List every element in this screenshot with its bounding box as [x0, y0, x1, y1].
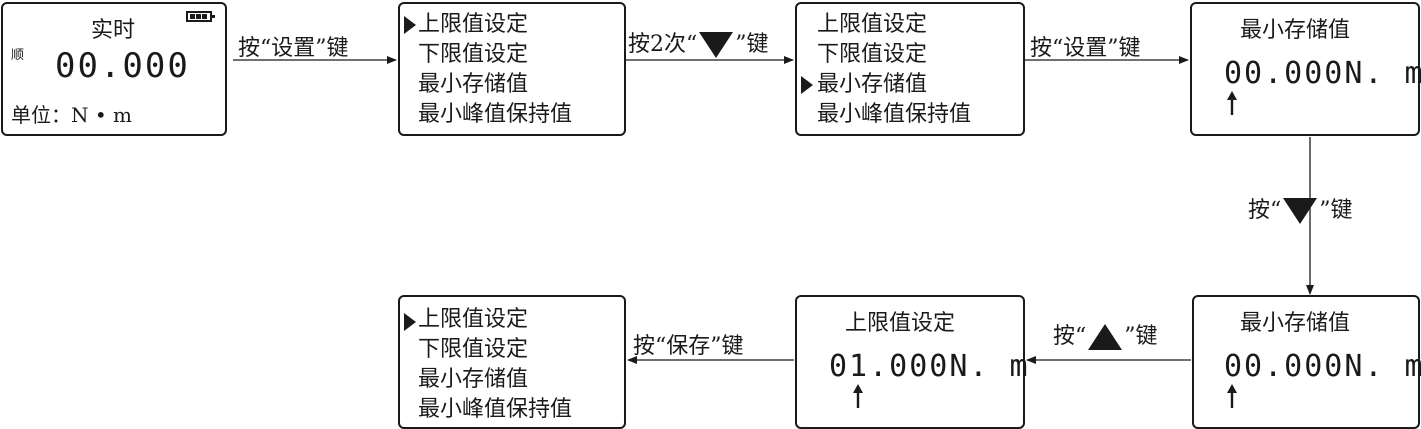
mode-label: 顺 [11, 48, 25, 63]
cursor-arrow-icon [801, 76, 813, 94]
step-press-save: 按“保存”键 [633, 334, 744, 359]
menu-item-min-peak: 最小峰值保持值 [418, 397, 573, 422]
edit-value: 01.000N. m [829, 349, 1030, 384]
menu-screen-3: 上限值设定 下限值设定 最小存储值 最小峰值保持值 [398, 295, 626, 429]
edit-title: 最小存储值 [1240, 18, 1351, 43]
step-text-suffix: ”键 [735, 32, 769, 57]
edit-title: 上限值设定 [845, 311, 956, 336]
battery-icon [186, 11, 215, 22]
edit-min-screen-2: 最小存储值 00.000N. m [1192, 295, 1421, 429]
menu-item-lower: 下限值设定 [418, 337, 529, 362]
menu-screen-2: 上限值设定 下限值设定 最小存储值 最小峰值保持值 [795, 2, 1025, 136]
edit-title: 最小存储值 [1240, 311, 1351, 336]
step-press-set-1: 按“设置”键 [238, 36, 349, 61]
menu-item-min-store: 最小存储值 [418, 72, 529, 97]
realtime-value: 00.000 [55, 46, 190, 86]
menu-item-min-peak: 最小峰值保持值 [817, 102, 972, 127]
step-text-prefix: 按“ [1053, 324, 1087, 349]
unit-label: 单位：N • m [11, 103, 132, 127]
step-press-up: 按“ ”键 [1053, 318, 1158, 350]
edit-value: 00.000N. m [1224, 56, 1421, 91]
edit-value: 00.000N. m [1224, 349, 1421, 384]
menu-item-lower: 下限值设定 [418, 42, 529, 67]
digit-cursor-up-arrow-icon [853, 384, 863, 408]
menu-item-lower: 下限值设定 [817, 42, 928, 67]
edit-min-screen-1: 最小存储值 00.000N. m [1190, 2, 1421, 136]
cursor-arrow-icon [404, 16, 416, 34]
up-triangle-icon [1088, 324, 1123, 350]
step-text-prefix: 按2次“ [628, 32, 698, 57]
menu-item-min-store: 最小存储值 [817, 72, 928, 97]
down-triangle-icon [699, 32, 734, 58]
digit-cursor-up-arrow-icon [1227, 91, 1237, 115]
down-triangle-icon [1283, 198, 1318, 224]
step-press-set-2: 按“设置”键 [1030, 36, 1141, 61]
menu-item-min-store: 最小存储值 [418, 367, 529, 392]
step-text-suffix: ”键 [1124, 324, 1158, 349]
menu-screen-1: 上限值设定 下限值设定 最小存储值 最小峰值保持值 [398, 2, 626, 136]
menu-item-upper: 上限值设定 [418, 12, 529, 37]
edit-upper-screen: 上限值设定 01.000N. m [795, 295, 1028, 429]
screen-realtime: 实时 顺 00.000 单位：N • m [1, 2, 227, 136]
step-press-down: 按“ ”键 [1248, 192, 1353, 224]
step-press-down-twice: 按2次“ ”键 [628, 26, 769, 58]
menu-item-upper: 上限值设定 [817, 12, 928, 37]
cursor-arrow-icon [404, 313, 416, 331]
menu-item-min-peak: 最小峰值保持值 [418, 102, 573, 127]
digit-cursor-up-arrow-icon [1227, 384, 1237, 408]
step-text-prefix: 按“ [1248, 198, 1282, 223]
menu-item-upper: 上限值设定 [418, 307, 529, 332]
step-text-suffix: ”键 [1319, 198, 1353, 223]
screen-title: 实时 [91, 18, 136, 43]
